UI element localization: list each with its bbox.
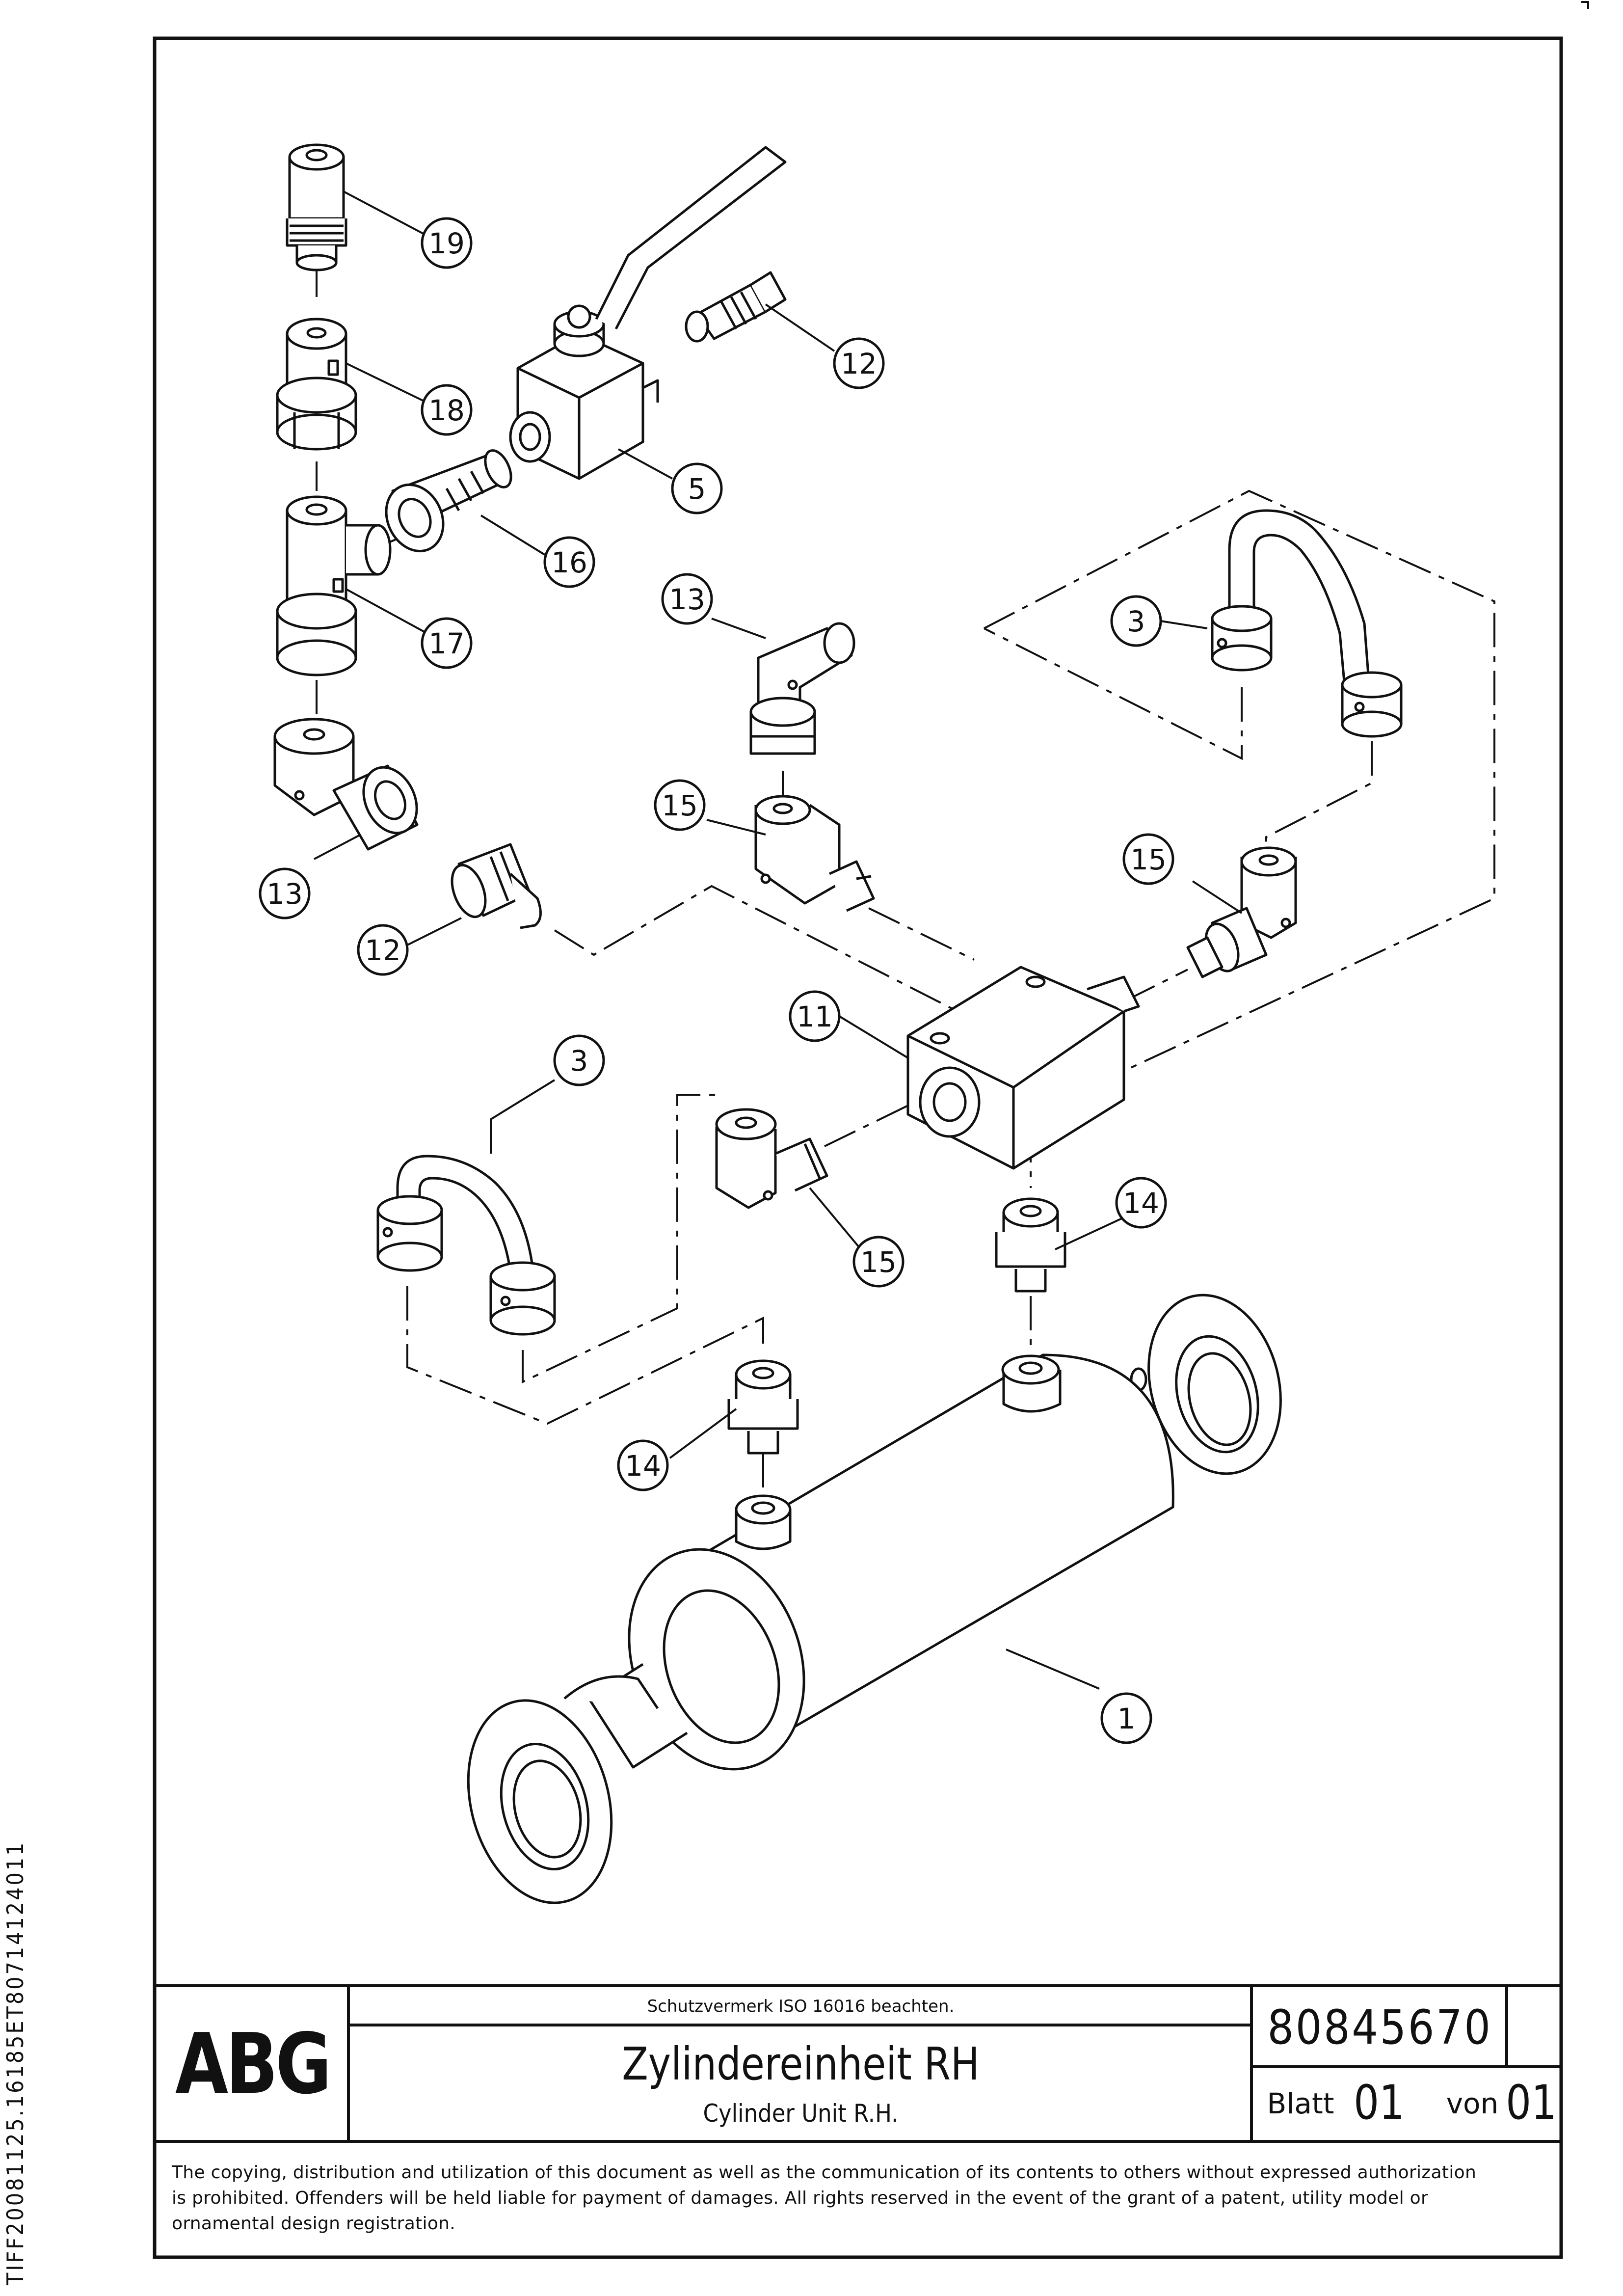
- title-block-lines: [155, 1984, 1561, 2143]
- part-14-fitting-right: [995, 1197, 1066, 1293]
- callout-15-center: 15: [662, 789, 698, 822]
- part-19-fitting: [286, 143, 347, 271]
- callout-12-top: 12: [841, 347, 877, 380]
- part-3-pipe-right: [1228, 509, 1371, 688]
- callout-18: 18: [428, 394, 465, 427]
- drawing-title-english: Cylinder Unit R.H.: [703, 2099, 899, 2128]
- leader-lines: [314, 190, 1243, 1690]
- callout-15-right: 15: [1130, 843, 1167, 876]
- part-12-fitting-left: [451, 843, 542, 929]
- callout-3-left: 3: [570, 1044, 588, 1078]
- part-13-elbow-center: [749, 622, 855, 755]
- copyright-line: ornamental design registration.: [172, 2214, 456, 2234]
- part-18-union: [276, 318, 357, 451]
- part-13-elbow-left: [273, 718, 419, 851]
- callout-13-left: 13: [266, 877, 303, 911]
- callout-12-left: 12: [365, 934, 401, 967]
- abg-logo: ABG: [175, 2016, 332, 2113]
- sheet-total: 01: [1506, 2075, 1557, 2130]
- callout-14-left: 14: [625, 1449, 661, 1483]
- drawing-number: 80845670: [1267, 2000, 1492, 2055]
- of-label: von: [1446, 2087, 1499, 2120]
- part-3-pipe-left: [396, 1155, 534, 1272]
- sheet-label: Blatt: [1267, 2087, 1334, 2120]
- callout-1: 1: [1117, 1702, 1136, 1735]
- callout-15-lower: 15: [860, 1245, 897, 1279]
- callout-numbers: 19 12 18 5 16 13 3 17 15 15 13 12 11 3 1…: [266, 227, 1167, 1735]
- copyright-notice: The copying, distribution and utilizatio…: [172, 2160, 1575, 2237]
- part-11-valve-block: [906, 966, 1140, 1170]
- callout-17: 17: [428, 627, 465, 660]
- callout-16: 16: [551, 546, 587, 579]
- part-12-fitting-top: [685, 271, 787, 343]
- callout-14-right: 14: [1123, 1187, 1159, 1220]
- part-15-elbow-lower: [715, 1108, 828, 1209]
- part-14-fitting-left: [727, 1359, 799, 1455]
- callout-3-right: 3: [1127, 605, 1145, 638]
- callout-13-center: 13: [669, 583, 705, 616]
- component-drawings: [273, 143, 1403, 1904]
- copyright-line: is prohibited. Offenders will be held li…: [172, 2188, 1429, 2208]
- part-16-fitting: [385, 449, 512, 553]
- corner-mark: [1581, 1, 1589, 9]
- callout-11: 11: [797, 1000, 833, 1033]
- part-3-nuts-left: [376, 1195, 556, 1336]
- callout-19: 19: [428, 227, 465, 260]
- callout-5: 5: [688, 472, 706, 506]
- part-15-elbow-right: [1186, 846, 1297, 978]
- part-15-elbow-center: [754, 795, 875, 912]
- callout-circles: [259, 217, 1174, 1744]
- protection-notice: Schutzvermerk ISO 16016 beachten.: [647, 1996, 955, 2016]
- part-1-hydraulic-cylinder: [467, 1294, 1282, 1904]
- part-3-nuts-right: [1211, 605, 1403, 738]
- drawing-frame: [153, 36, 1563, 2259]
- sheet-number: 01: [1354, 2075, 1405, 2130]
- part-17-tee: [276, 495, 392, 676]
- part-5-ball-valve: [509, 146, 787, 480]
- drawing-title-german: Zylindereinheit RH: [622, 2038, 980, 2090]
- copyright-line: The copying, distribution and utilizatio…: [172, 2162, 1477, 2183]
